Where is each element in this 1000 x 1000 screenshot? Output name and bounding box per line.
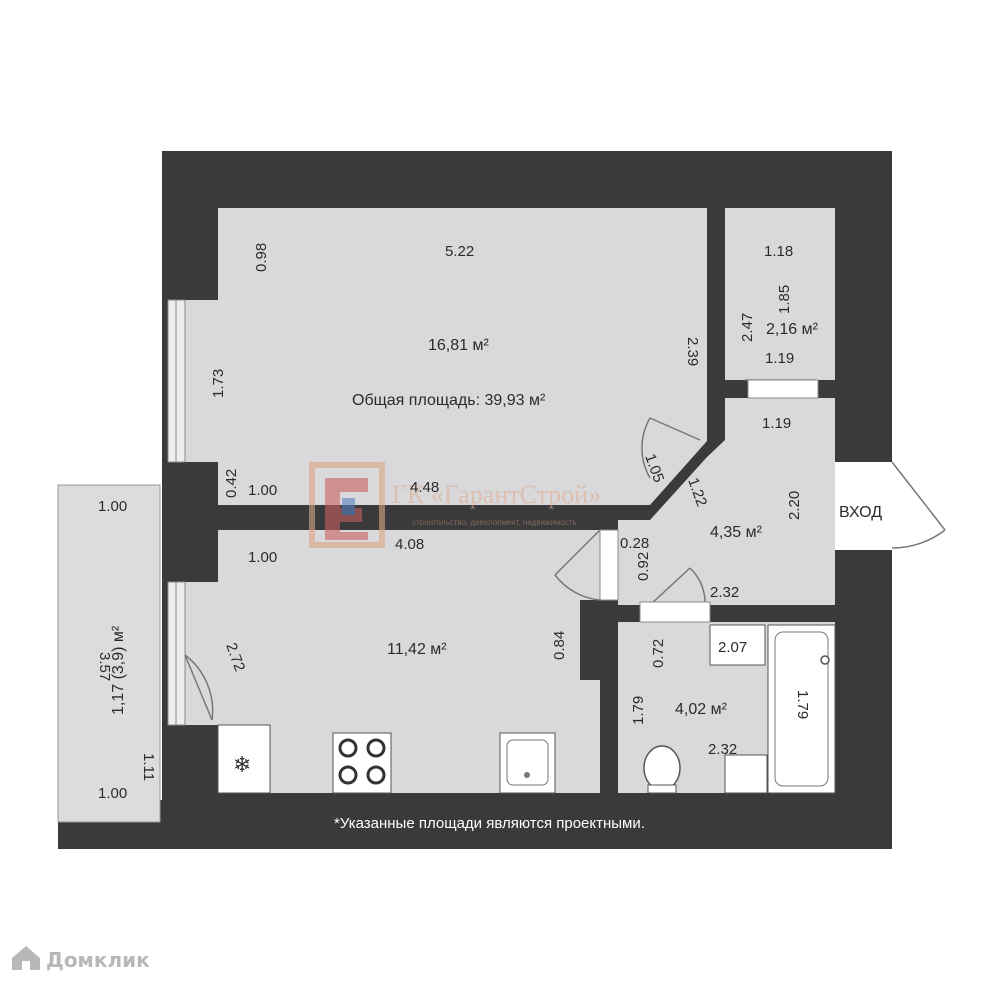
bathroom-area: 4,02 м² (675, 701, 728, 718)
footnote: *Указанные площади являются проектными. (334, 815, 645, 832)
dim-living-bottom: 4.48 (410, 479, 439, 496)
dim-balcony-bottom: 1.00 (98, 785, 127, 802)
storage-room[interactable] (725, 208, 835, 380)
entrance-door[interactable] (891, 461, 946, 549)
dim-hall-bottom: 2.32 (710, 584, 739, 601)
dim-storage-top: 1.18 (764, 243, 793, 260)
toilet (643, 745, 681, 791)
kitchen[interactable] (185, 530, 600, 793)
storage-area: 2,16 м² (766, 321, 819, 338)
watermark-tagline: строительство, девелопмент, недвижимость (412, 518, 577, 527)
dim-bath-bottom: 2.32 (708, 741, 737, 758)
entrance-opening (835, 462, 895, 550)
dim-bathtub: 1.79 (794, 690, 811, 719)
balcony-area: 1,17 (3,9) м² (110, 625, 127, 715)
watermark-logo (309, 462, 385, 548)
washing-machine (709, 624, 766, 666)
living-door[interactable] (641, 417, 701, 479)
dim-bath-left: 1.79 (630, 696, 647, 725)
hall[interactable] (618, 398, 835, 605)
dim-living-left-top: 0.98 (253, 243, 270, 272)
dim-balcony-right: 1.11 (140, 753, 157, 781)
dim-storage-left: 2.47 (739, 313, 756, 342)
dim-living-bottom-short: 1.00 (248, 482, 277, 499)
dim-living-window: 1.73 (210, 369, 227, 398)
dim-hall-right: 2.20 (786, 491, 803, 520)
dim-kitchen-top: 4.08 (395, 536, 424, 553)
bathroom-sink (724, 754, 768, 794)
dim-living-right: 2.39 (684, 337, 701, 366)
dim-hall-top: 1.19 (762, 415, 791, 432)
entrance-label: ВХОД (839, 504, 882, 521)
balcony[interactable] (57, 484, 161, 823)
kitchen-area: 11,42 м² (387, 641, 447, 658)
fridge (217, 724, 271, 794)
balcony-door[interactable] (184, 654, 214, 721)
kitchen-door[interactable] (554, 529, 601, 601)
dim-hall-left: 0.92 (635, 552, 652, 581)
hall-area: 4,35 м² (710, 524, 763, 541)
watermark-company: ГК «ГарантСтрой» (392, 480, 601, 509)
dim-living-left-bottom: 0.42 (223, 469, 240, 498)
total-area: Общая площадь: 39,93 м² (352, 392, 546, 409)
dim-balcony-top: 1.00 (98, 498, 127, 515)
dim-storage-bottom: 1.19 (765, 350, 794, 367)
dim-kitchen-right: 0.84 (551, 631, 568, 660)
brand-name: Домклик (46, 948, 150, 972)
dim-bath-left-top: 0.72 (650, 639, 667, 668)
dim-living-width: 5.22 (445, 243, 474, 260)
living-room[interactable] (185, 208, 707, 505)
dim-washer: 2.07 (718, 639, 747, 656)
snowflake-icon: ❄ (233, 752, 251, 777)
dim-hall-left-top: 0.28 (620, 535, 649, 552)
living-area: 16,81 м² (428, 337, 489, 354)
dim-kitchen-top-short: 1.00 (248, 549, 277, 566)
home-icon (12, 946, 40, 970)
dim-storage-right: 1.85 (776, 285, 793, 314)
dim-balcony-left: 3.57 (96, 652, 113, 681)
